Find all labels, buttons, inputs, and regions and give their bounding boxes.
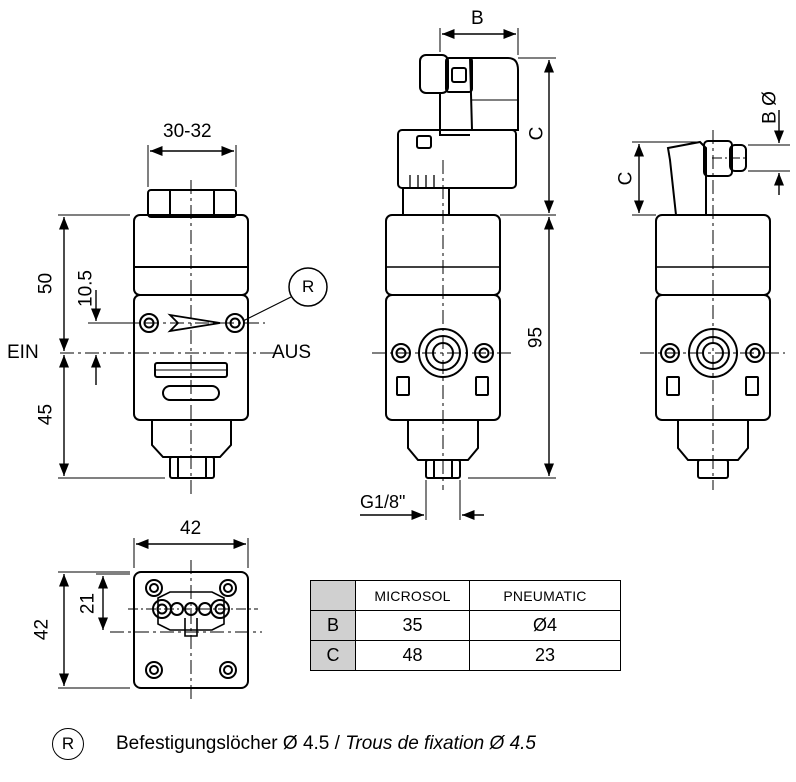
legend-symbol: R: [52, 728, 84, 760]
spec-table: MICROSOL PNEUMATIC B 35 Ø4 C 48 23: [310, 580, 621, 671]
dim-label-42-vertical: 42: [31, 618, 53, 641]
dim-label-10-5: 10.5: [75, 270, 97, 307]
dim-label-b: B: [471, 8, 484, 29]
table-cell: 35: [355, 610, 470, 641]
dim-label-c-side: C: [526, 126, 548, 141]
table-cell: 23: [469, 640, 621, 671]
dim-label-b-dia: B Ø: [759, 91, 781, 124]
dim-label-21: 21: [77, 592, 99, 615]
table-header-microsol: MICROSOL: [355, 580, 470, 611]
side-view: [360, 28, 556, 521]
pneumatic-view: [632, 110, 790, 490]
table-cell: Ø4: [469, 610, 621, 641]
reference-r-label: R: [302, 277, 315, 296]
table-header-pneumatic: PNEUMATIC: [469, 580, 621, 611]
dim-label-50: 50: [35, 272, 57, 295]
table-cell: 48: [355, 640, 470, 671]
table-row-key: B: [310, 610, 356, 641]
table-row: B 35 Ø4: [310, 610, 621, 641]
table-row: C 48 23: [310, 640, 621, 671]
mounting-hole: [219, 579, 237, 597]
dim-label-45: 45: [35, 403, 57, 426]
bottom-view: [58, 538, 262, 700]
inlet-label: EIN: [7, 342, 39, 363]
front-view: [58, 145, 328, 495]
legend: R Befestigungslöcher Ø 4.5 / Trous de fi…: [52, 728, 536, 760]
table-header-corner: [310, 580, 356, 611]
mounting-hole: [145, 661, 163, 679]
mounting-hole: [145, 579, 163, 597]
legend-text: Befestigungslöcher Ø 4.5 / Trous de fixa…: [116, 733, 536, 755]
table-header-row: MICROSOL PNEUMATIC: [310, 580, 621, 611]
dim-label-42-horizontal: 42: [180, 518, 202, 539]
reference-r-circle: [288, 267, 328, 307]
table-row-key: C: [310, 640, 356, 671]
dim-label-c-right: C: [615, 171, 637, 186]
dim-label-95: 95: [525, 326, 547, 349]
port-thread-label: G1/8": [360, 492, 406, 512]
legend-text-fr: Trous de fixation Ø 4.5: [345, 733, 537, 754]
mounting-hole: [219, 661, 237, 679]
dim-label-30-32: 30-32: [163, 121, 212, 142]
flow-arrow: [167, 313, 221, 333]
legend-text-de: Befestigungslöcher Ø 4.5 /: [116, 733, 340, 754]
outlet-label: AUS: [272, 342, 312, 363]
